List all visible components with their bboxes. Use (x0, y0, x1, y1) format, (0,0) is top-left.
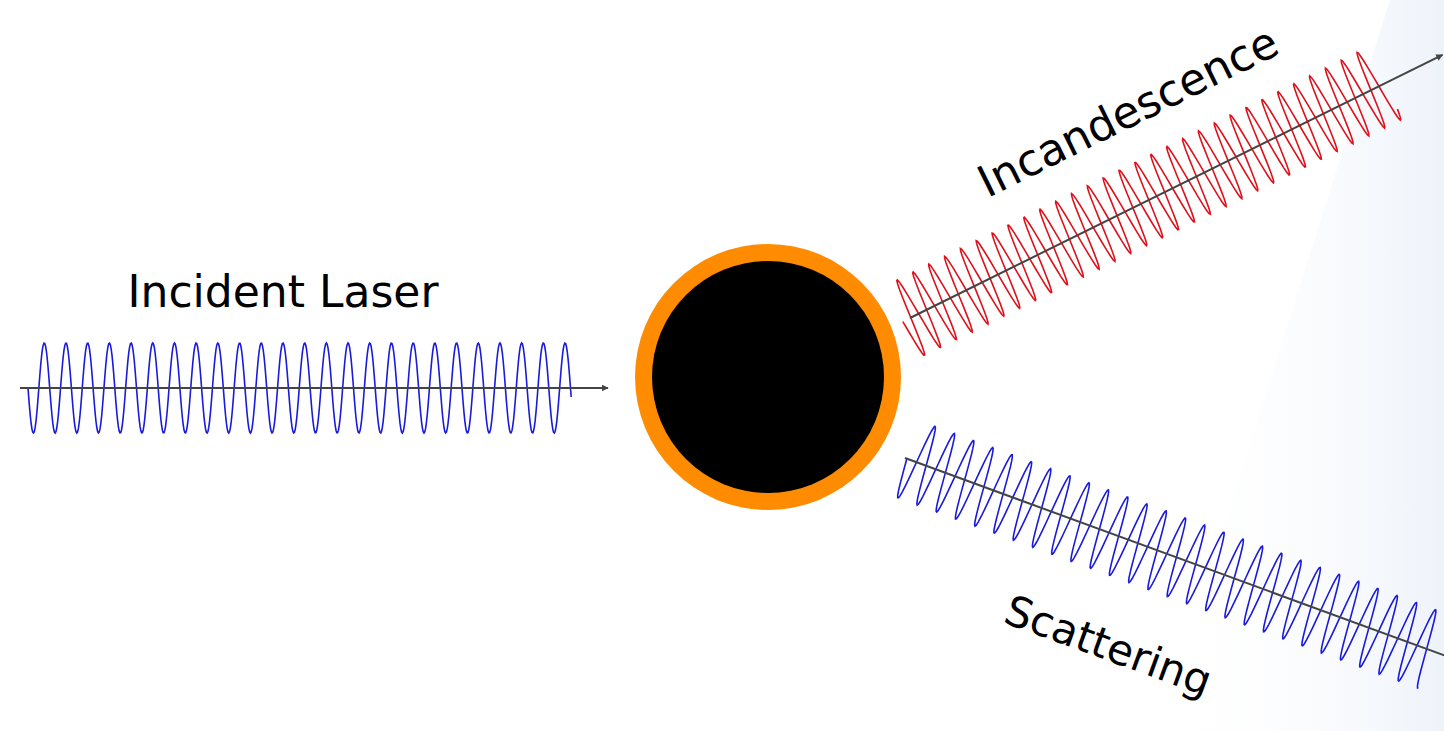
wave-label: Incandescence (970, 17, 1287, 208)
propagation-axis (905, 458, 1444, 661)
wave-label: Incident Laser (128, 267, 439, 318)
propagation-axis (20, 387, 608, 389)
incident-wave (20, 343, 608, 433)
particle-core (652, 261, 884, 493)
wave-group (20, 53, 1444, 689)
particle-coating (635, 244, 901, 510)
wave-label: Scattering (998, 586, 1218, 706)
